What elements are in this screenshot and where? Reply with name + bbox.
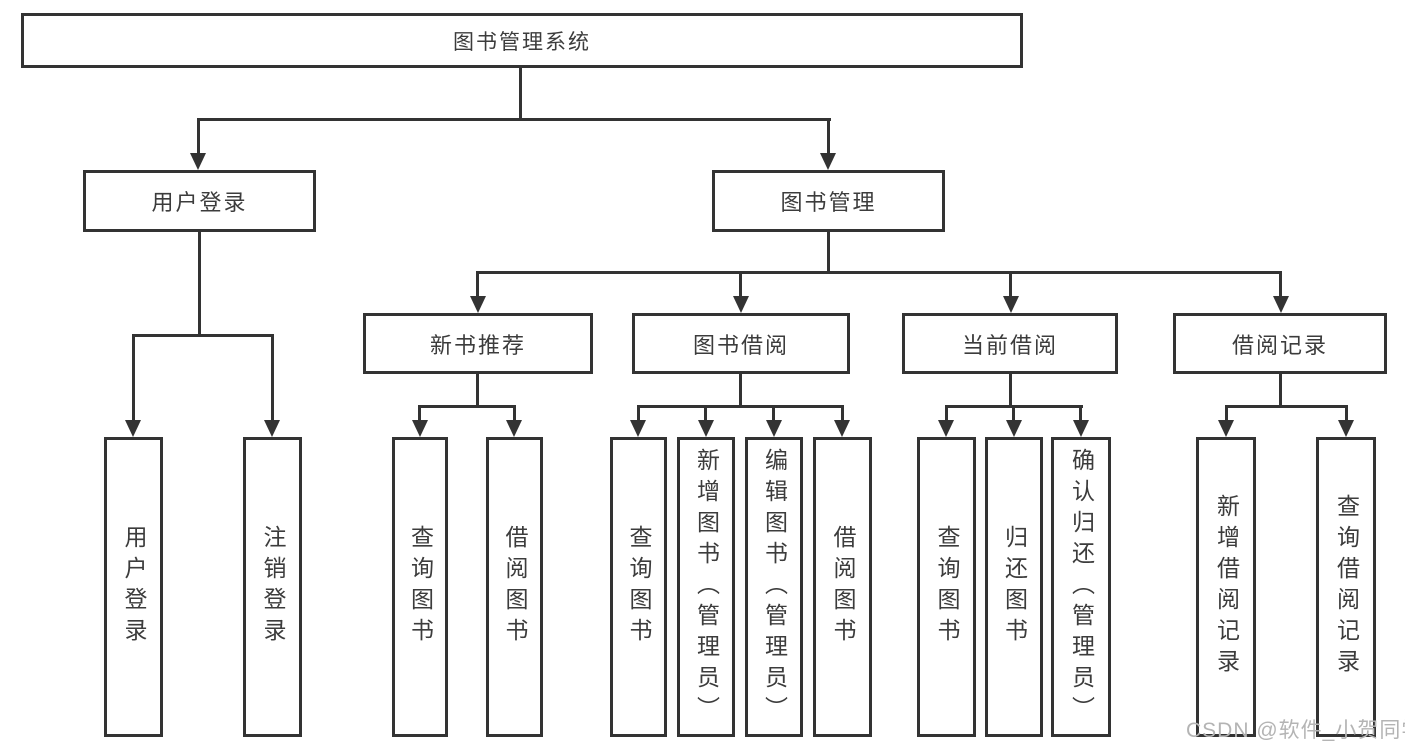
leaf-label: 用户登录 [121, 525, 147, 649]
leaf-label: 查询借阅记录 [1333, 494, 1360, 680]
connector-level3-rail [477, 271, 1282, 274]
connector-records-rail [1225, 405, 1348, 408]
arrow-down-icon [264, 420, 280, 437]
arrow-down-icon [1273, 296, 1289, 313]
arrow-down-icon [1073, 420, 1089, 437]
connector-leaf-stem [1225, 405, 1228, 422]
connector-level2-rail [197, 118, 831, 121]
leaf-query-books-current: 查询图书 [917, 437, 976, 737]
arrow-down-icon [938, 420, 954, 437]
connector-book-mgmt-stem [827, 118, 830, 155]
leaf-label: 新增借阅记录 [1213, 494, 1240, 680]
leaf-label: 查询图书 [934, 525, 960, 649]
connector-leaf-stem [513, 405, 516, 422]
node-label: 借阅记录 [1231, 332, 1328, 358]
connector-book-mgmt-down [827, 231, 830, 273]
connector-current-down [1009, 374, 1012, 408]
arrow-down-icon [190, 153, 206, 170]
connector-l3-stem-3 [1009, 271, 1012, 298]
leaf-label: 查询图书 [626, 525, 652, 649]
arrow-down-icon [733, 296, 749, 313]
arrow-down-icon [698, 420, 714, 437]
arrow-down-icon [766, 420, 782, 437]
leaf-return-books: 归还图书 [985, 437, 1043, 737]
connector-root-stem [519, 68, 522, 120]
connector-leaf-stem [132, 334, 135, 422]
leaf-label: 借阅图书 [502, 525, 528, 649]
leaf-query-borrow-record: 查询借阅记录 [1316, 437, 1376, 737]
node-new-book-recommend: 新书推荐 [363, 313, 593, 374]
connector-leaf-stem [1079, 405, 1082, 422]
connector-l3-stem-1 [476, 271, 479, 298]
connector-borrow-down [739, 374, 742, 408]
connector-records-down [1279, 374, 1282, 408]
leaf-add-borrow-record: 新增借阅记录 [1196, 437, 1256, 737]
connector-leaf-stem [841, 405, 844, 422]
leaf-query-books-recommend: 查询图书 [392, 437, 448, 737]
connector-borrow-rail [637, 405, 844, 408]
node-label: 当前借阅 [961, 332, 1058, 358]
leaf-add-books-admin: 新增图书（管理员） [677, 437, 735, 737]
connector-leaf-stem [772, 405, 775, 422]
leaf-query-books-borrow: 查询图书 [610, 437, 667, 737]
connector-user-login-stem [197, 118, 200, 155]
leaf-label: 确认归还（管理员） [1068, 447, 1095, 727]
node-book-management: 图书管理 [712, 170, 945, 232]
leaf-label: 注销登录 [260, 525, 286, 649]
connector-leaf-stem [945, 405, 948, 422]
arrow-down-icon [820, 153, 836, 170]
arrow-down-icon [834, 420, 850, 437]
arrow-down-icon [1218, 420, 1234, 437]
connector-leaf-stem [1012, 405, 1015, 422]
leaf-borrow-books: 借阅图书 [813, 437, 872, 737]
connector-user-login-rail [132, 334, 274, 337]
leaf-confirm-return-admin: 确认归还（管理员） [1051, 437, 1111, 737]
arrow-down-icon [1003, 296, 1019, 313]
arrow-down-icon [630, 420, 646, 437]
leaf-label: 借阅图书 [830, 525, 856, 649]
connector-leaf-stem [704, 405, 707, 422]
node-book-borrow: 图书借阅 [632, 313, 850, 374]
node-user-login: 用户登录 [83, 170, 316, 232]
csdn-watermark: CSDN @软件_小贺同学 [1186, 719, 1405, 742]
leaf-label: 归还图书 [1001, 525, 1028, 649]
node-label: 新书推荐 [429, 332, 526, 358]
leaf-user-login: 用户登录 [104, 437, 163, 737]
leaf-label: 编辑图书（管理员） [761, 447, 788, 727]
node-label: 图书管理系统 [453, 30, 591, 54]
leaf-label: 新增图书（管理员） [693, 447, 720, 727]
arrow-down-icon [470, 296, 486, 313]
arrow-down-icon [412, 420, 428, 437]
node-label: 图书借阅 [692, 332, 789, 358]
leaf-edit-books-admin: 编辑图书（管理员） [745, 437, 803, 737]
arrow-down-icon [1006, 420, 1022, 437]
connector-l3-stem-2 [739, 271, 742, 298]
connector-user-login-down [198, 232, 201, 336]
node-current-borrow: 当前借阅 [902, 313, 1118, 374]
connector-recommend-rail [419, 405, 516, 408]
connector-recommend-down [476, 374, 479, 408]
connector-leaf-stem [637, 405, 640, 422]
node-library-management-system: 图书管理系统 [21, 13, 1023, 68]
arrow-down-icon [506, 420, 522, 437]
arrow-down-icon [1338, 420, 1354, 437]
node-label: 图书管理 [780, 190, 877, 215]
leaf-logout: 注销登录 [243, 437, 302, 737]
connector-l3-stem-4 [1279, 271, 1282, 298]
node-borrow-records: 借阅记录 [1173, 313, 1387, 374]
node-label: 用户登录 [151, 190, 248, 215]
connector-leaf-stem [418, 405, 421, 422]
connector-leaf-stem [1345, 405, 1348, 422]
leaf-label: 查询图书 [407, 525, 434, 649]
leaf-borrow-books-recommend: 借阅图书 [486, 437, 543, 737]
connector-leaf-stem [271, 334, 274, 422]
arrow-down-icon [125, 420, 141, 437]
